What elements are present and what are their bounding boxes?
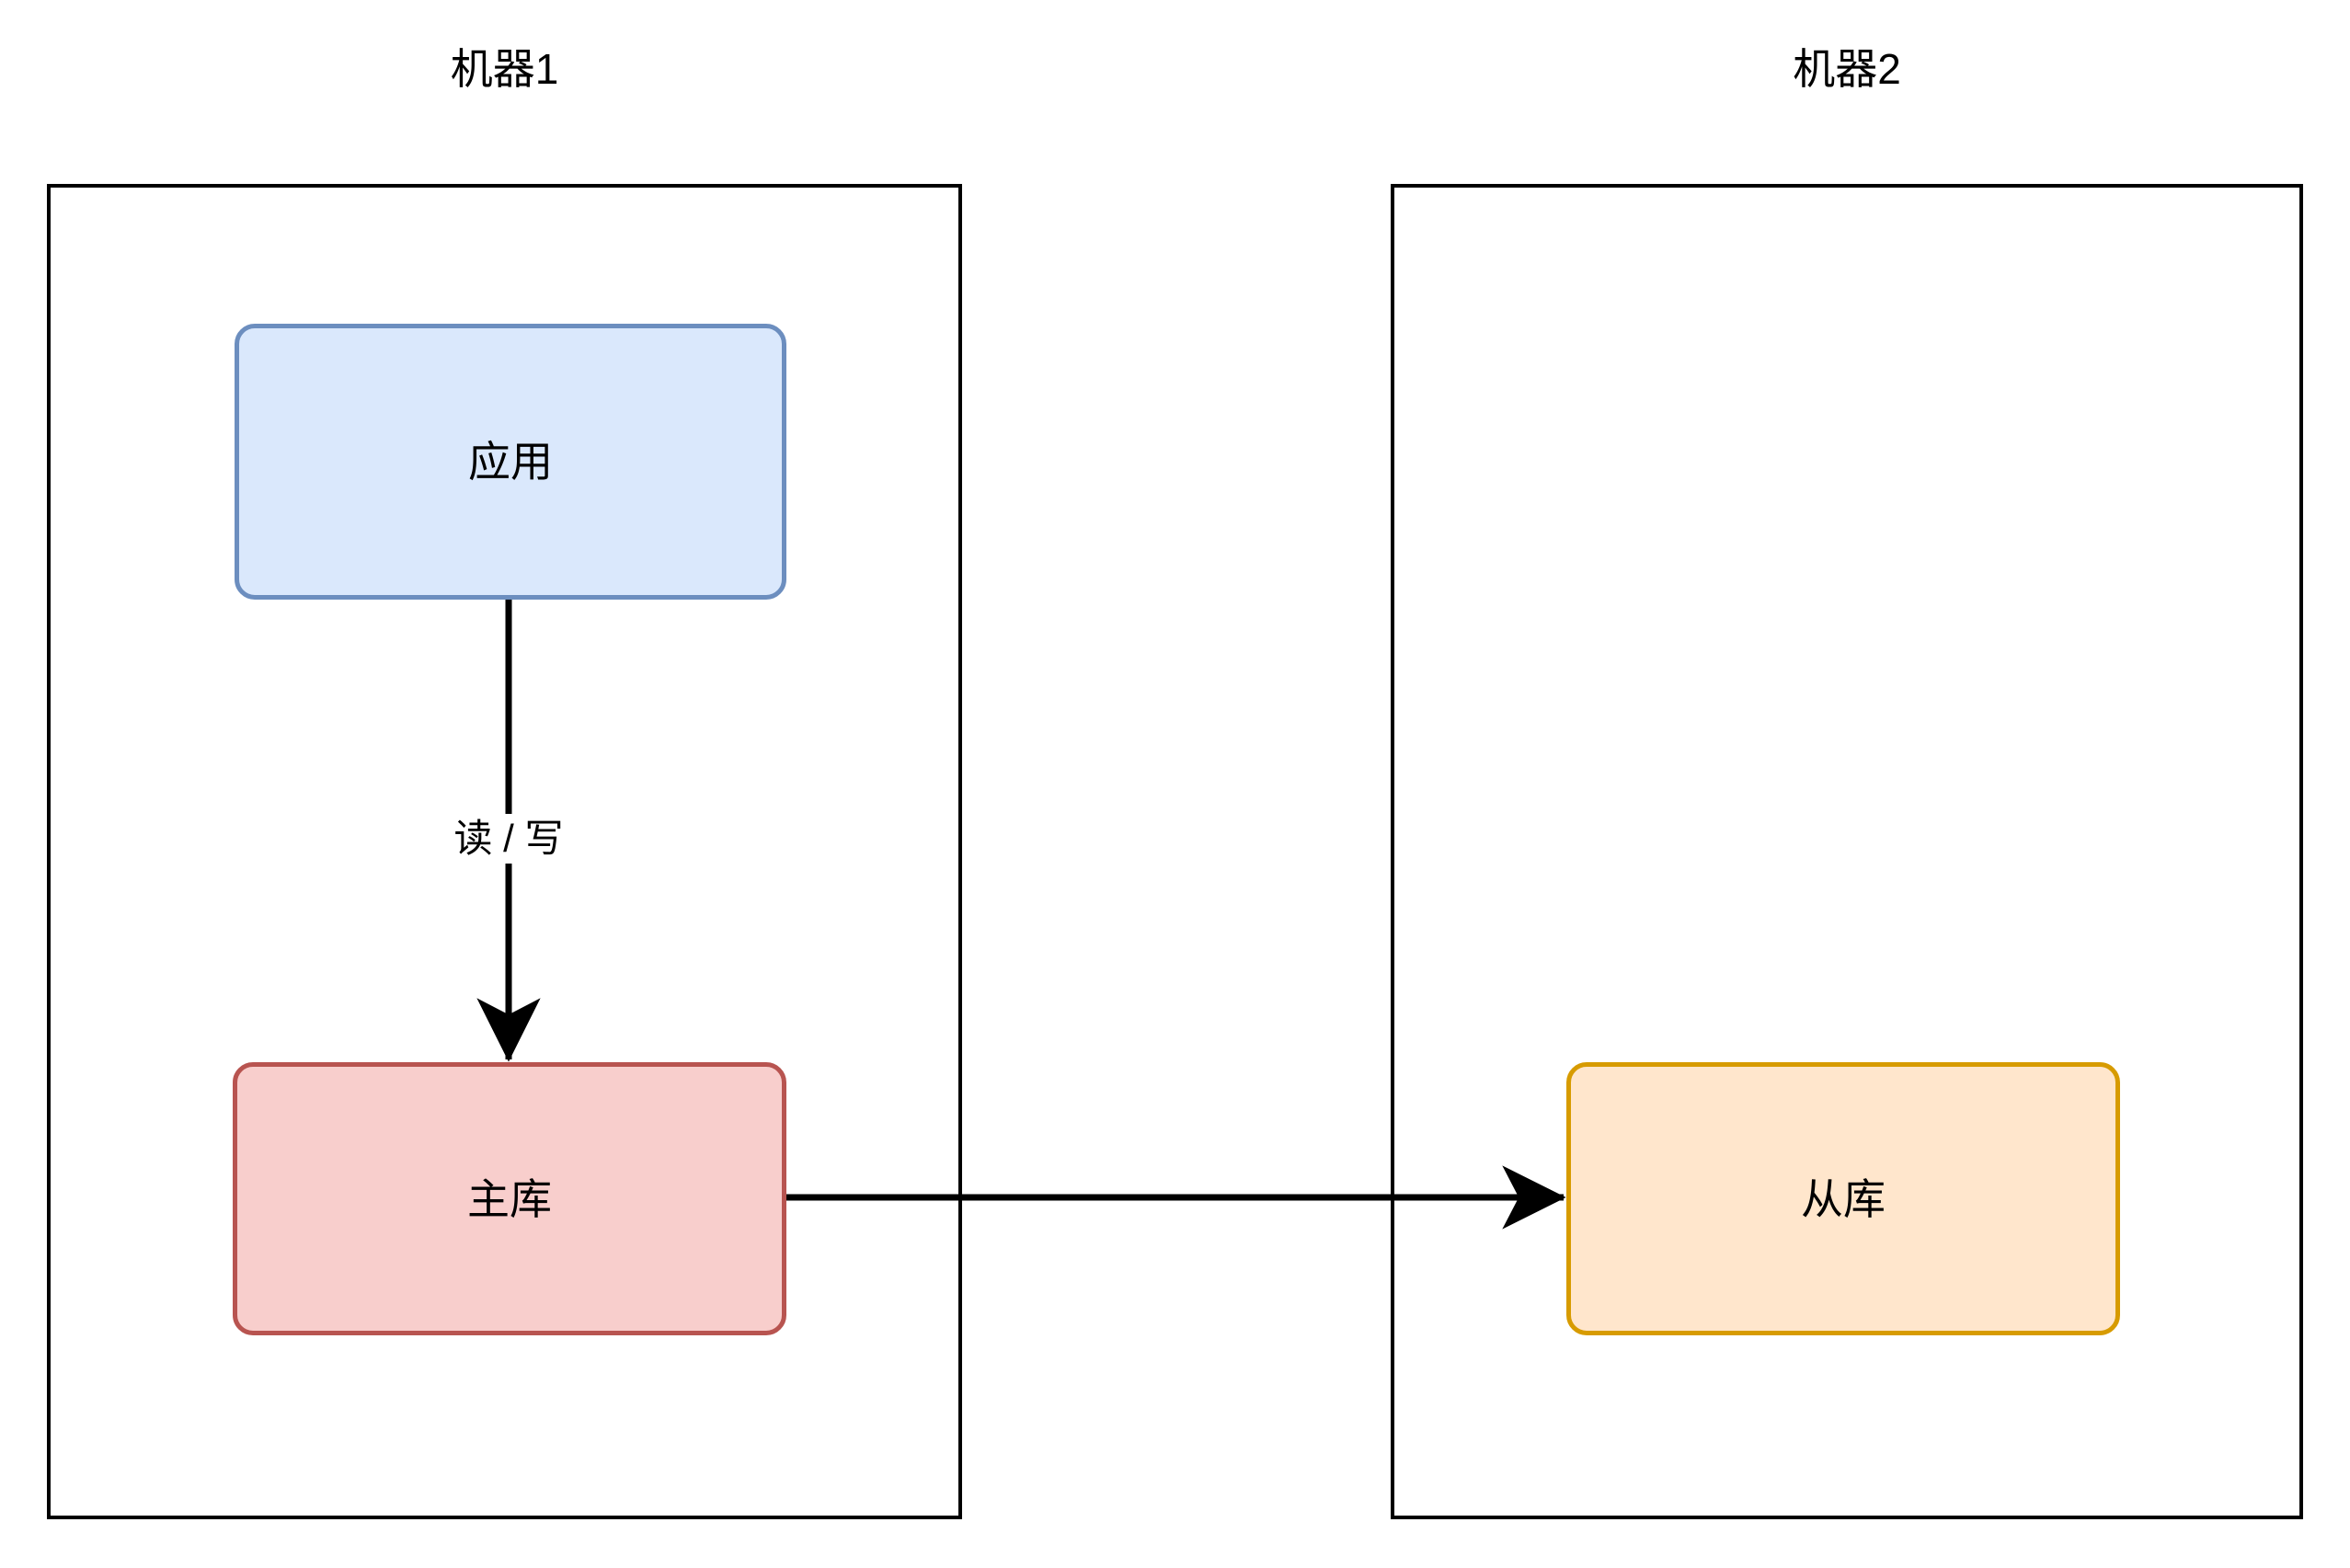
node-primary-db-label: 主库 (467, 1174, 552, 1223)
group-frame-machine-2 (1391, 184, 2303, 1519)
group-title-machine-1: 机器1 (450, 45, 559, 93)
edge-label-read-write: 读 / 写 (444, 814, 573, 864)
group-title-machine-2: 机器2 (1793, 45, 1901, 93)
node-replica-db-label: 从库 (1801, 1174, 1886, 1223)
group-frame-machine-1 (47, 184, 962, 1519)
node-app[interactable]: 应用 (235, 324, 786, 600)
node-replica-db[interactable]: 从库 (1566, 1062, 2120, 1335)
node-app-label: 应用 (468, 438, 553, 486)
node-primary-db[interactable]: 主库 (233, 1062, 786, 1335)
